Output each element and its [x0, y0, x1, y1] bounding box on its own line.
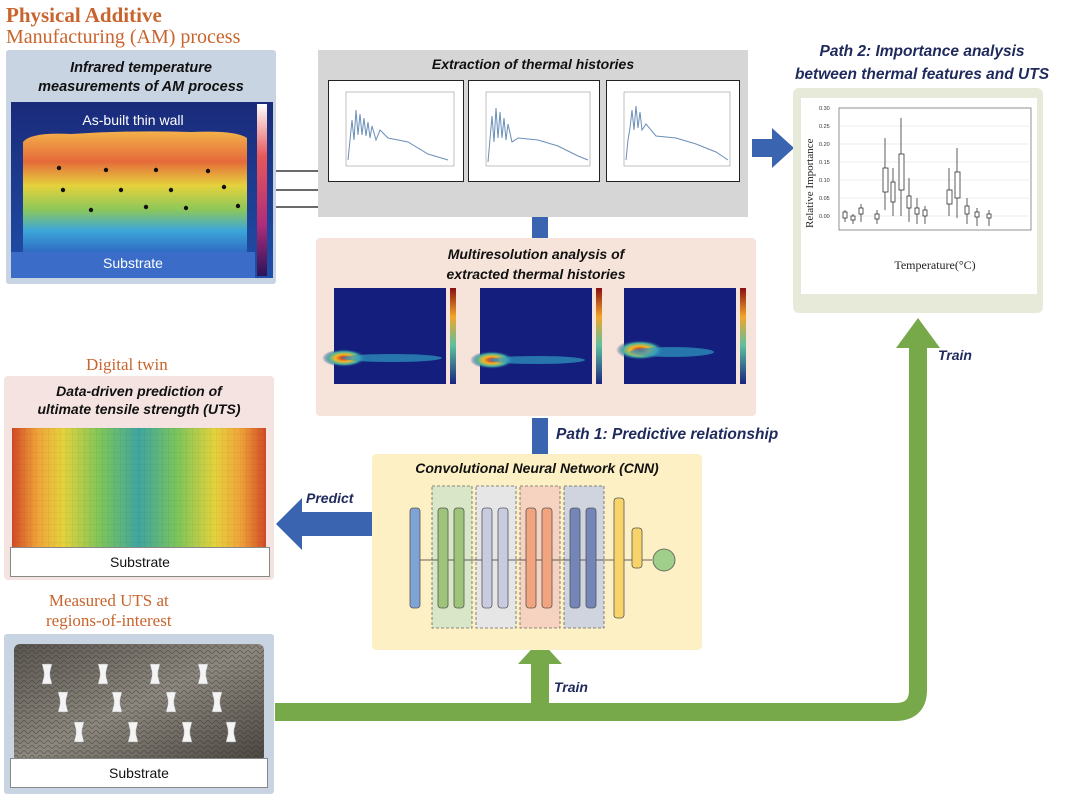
measured-uts-title-line1: Measured UTS at	[48, 591, 169, 610]
measured-uts-panel: Substrate	[4, 634, 274, 794]
importance-x-label: Temperature(°C)	[894, 258, 975, 272]
uts-prediction-substrate: Substrate	[10, 547, 270, 577]
measured-uts-title: Measured UTS at regions-of-interest	[46, 591, 172, 631]
path2-title-line1: Path 2: Importance analysis	[819, 43, 1025, 60]
infrared-substrate-label: Substrate	[103, 255, 163, 271]
train-path-arrow	[275, 345, 927, 721]
cnn-architecture	[409, 485, 676, 629]
predict-label: Predict	[306, 490, 354, 506]
ytick-2: 0.20	[819, 142, 830, 148]
measurement-points	[56, 165, 241, 213]
measured-wall-photo	[14, 644, 264, 762]
ytick-5: 0.05	[819, 196, 830, 202]
thermal-history-plot-1	[328, 80, 464, 182]
multiresolution-title-line1: Multiresolution analysis of	[447, 246, 625, 262]
cnn-panel: Convolutional Neural Network (CNN)	[372, 454, 702, 650]
tensile-specimens	[41, 663, 237, 743]
extraction-panel-title: Extraction of thermal histories	[431, 56, 635, 72]
uts-prediction-panel: Data-driven prediction of ultimate tensi…	[4, 376, 274, 580]
thermal-history-plot-3	[606, 80, 740, 182]
measured-substrate: Substrate	[10, 758, 268, 788]
predict-arrow-stem	[300, 512, 372, 536]
multiresolution-panel: Multiresolution analysis of extracted th…	[316, 238, 756, 416]
multiresolution-panel-title: Multiresolution analysis of extracted th…	[316, 244, 756, 284]
uts-prediction-title-line1: Data-driven prediction of	[56, 383, 222, 399]
infrared-thermal-image	[11, 102, 273, 278]
ytick-3: 0.15	[819, 160, 830, 166]
ytick-0: 0.30	[819, 106, 830, 112]
boxplot-boxes	[842, 118, 992, 226]
train-label-bottom: Train	[554, 679, 588, 695]
infrared-panel-title-line2: measurements of AM process	[38, 79, 244, 95]
multiresolution-title-line2: extracted thermal histories	[446, 266, 626, 282]
path2-title: Path 2: Importance analysis between ther…	[772, 40, 1072, 86]
connector-extraction-multires	[532, 216, 548, 238]
train-label-right: Train	[938, 347, 972, 363]
scalogram-2	[470, 288, 602, 384]
train-arrow-head-bottom	[518, 640, 562, 664]
importance-y-label: Relative Importance	[804, 138, 816, 228]
physical-am-title-line1: Physical Additive	[6, 3, 162, 27]
infrared-panel-title: Infrared temperature measurements of AM …	[6, 59, 276, 97]
predict-arrow-head	[276, 498, 302, 550]
ytick-1: 0.25	[819, 124, 830, 130]
uts-prediction-panel-title: Data-driven prediction of ultimate tensi…	[4, 382, 274, 418]
uts-prediction-title-line2: ultimate tensile strength (UTS)	[37, 401, 241, 417]
ytick-6: 0.00	[819, 214, 830, 220]
train-arrow-head-right	[896, 318, 940, 348]
infrared-panel-title-line1: Infrared temperature	[70, 60, 212, 76]
path1-label: Path 1: Predictive relationship	[556, 426, 779, 443]
uts-prediction-map	[12, 428, 266, 550]
as-built-wall-label: As-built thin wall	[82, 112, 184, 128]
digital-twin-title: Digital twin	[86, 355, 168, 374]
importance-boxplot: 0.30 0.25 0.20 0.15 0.10 0.05 0.00 Relat…	[801, 98, 1037, 294]
path2-arrow-head	[772, 128, 794, 168]
scalogram-row	[322, 288, 746, 384]
extraction-panel: Extraction of thermal histories	[318, 50, 748, 217]
thermal-history-plot-2	[468, 80, 600, 182]
connector-multires-cnn	[532, 418, 548, 454]
ytick-4: 0.10	[819, 178, 830, 184]
physical-am-title-line2: Manufacturing (AM) process	[6, 26, 241, 48]
measured-uts-title-line2: regions-of-interest	[46, 611, 172, 630]
scalogram-3	[616, 288, 746, 384]
scalogram-1	[322, 288, 456, 384]
infrared-panel: Infrared temperature measurements of AM …	[6, 50, 276, 284]
importance-panel: 0.30 0.25 0.20 0.15 0.10 0.05 0.00 Relat…	[793, 88, 1043, 313]
path2-title-line2: between thermal features and UTS	[794, 66, 1050, 83]
path2-arrow-stem	[752, 139, 774, 157]
cnn-panel-title: Convolutional Neural Network (CNN)	[415, 460, 659, 476]
importance-y-ticks: 0.30 0.25 0.20 0.15 0.10 0.05 0.00	[819, 106, 830, 220]
